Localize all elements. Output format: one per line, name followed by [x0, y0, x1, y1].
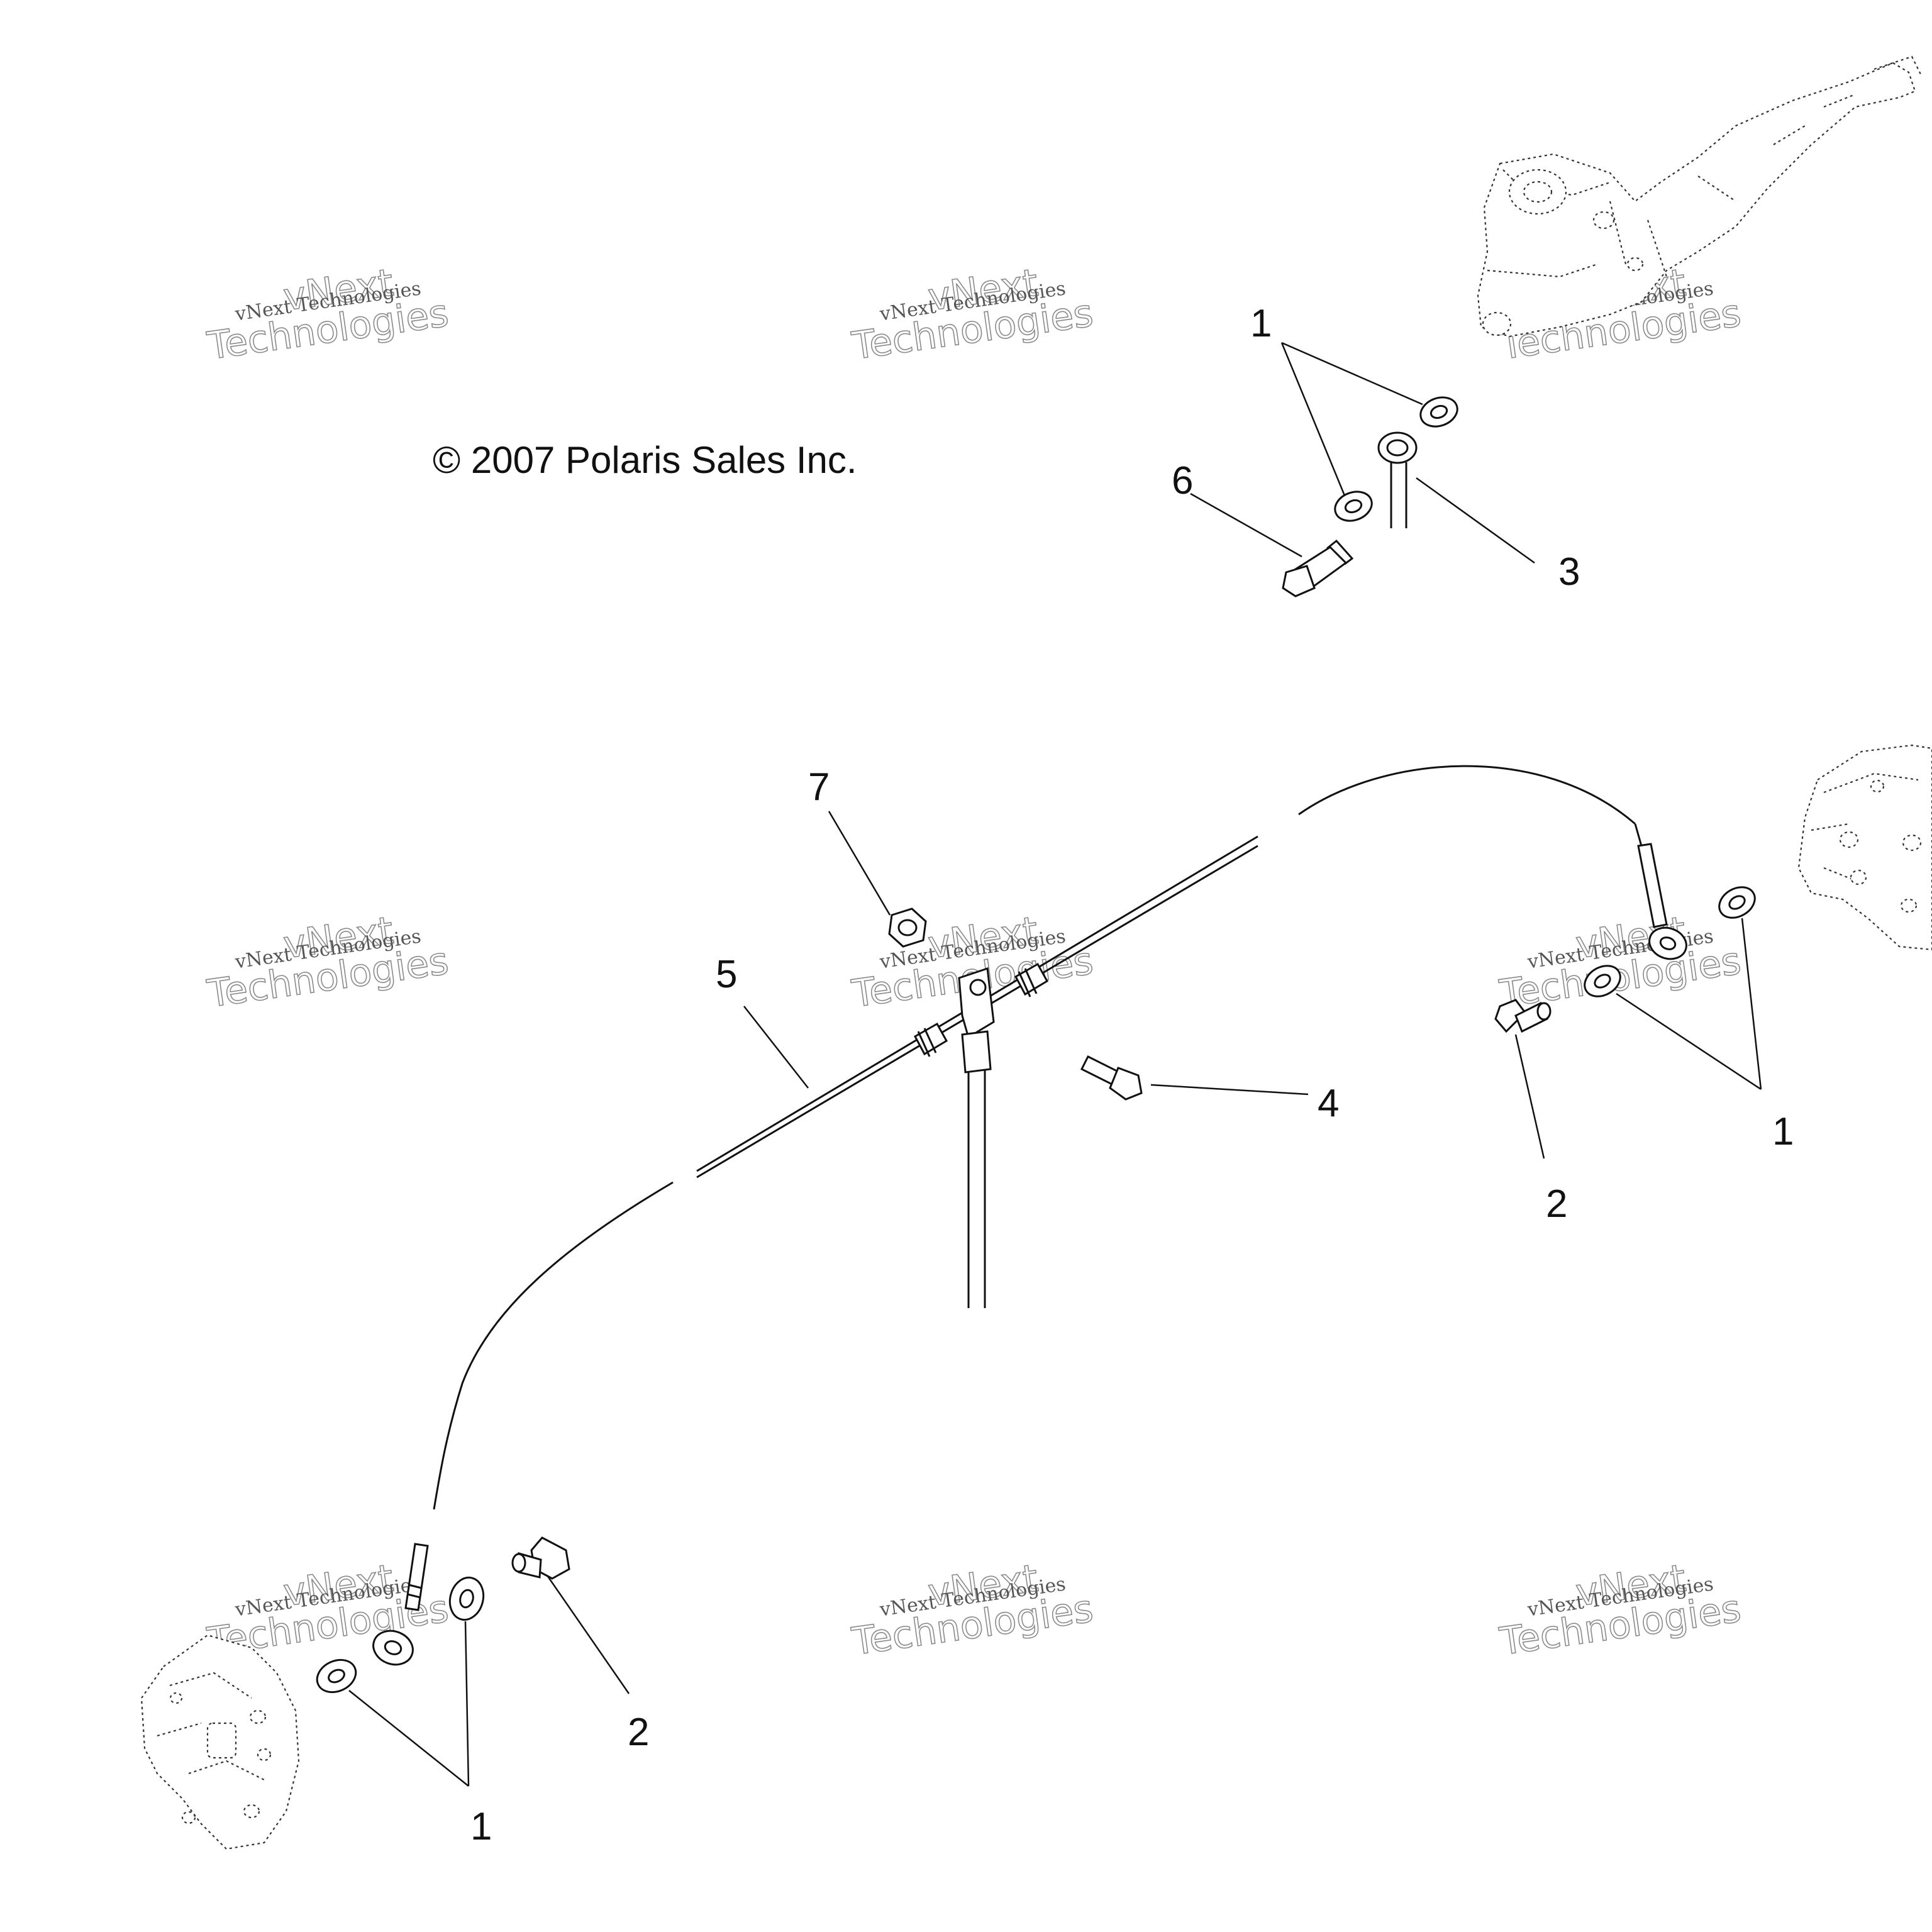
- sealing-washer-icon: [1718, 886, 1756, 919]
- sealing-washer-icon: [1584, 965, 1621, 997]
- banjo-bolt-icon: [1494, 999, 1552, 1033]
- callout-1-top: 1: [1250, 302, 1272, 345]
- leader-line: [348, 1690, 469, 1787]
- brake-caliper-right-icon: [1797, 744, 1932, 951]
- callout-1-right: 1: [1772, 1110, 1794, 1153]
- leader-line: [1514, 1034, 1545, 1159]
- leader-line: [1741, 918, 1762, 1090]
- callout-3: 3: [1558, 550, 1580, 594]
- watermark-top-left: Technologies vNext vNext Technologies: [204, 260, 452, 369]
- brake-lever-master-cylinder-icon: [1477, 55, 1922, 338]
- watermark-mid-left: Technologies vNext vNext Technologies: [204, 908, 452, 1017]
- brake-line-icon: [404, 765, 1668, 1611]
- watermark-bottom-right: Technologies vNext vNext Technologies: [1496, 1556, 1744, 1665]
- watermark-mid-right: Technologies vNext vNext Technologies: [1496, 908, 1744, 1017]
- tee-fitting-icon: [958, 967, 995, 1040]
- sealing-washer-icon: [448, 1576, 485, 1621]
- leader-line: [1150, 1084, 1309, 1096]
- leader-line: [464, 1621, 470, 1787]
- leader-line: [1616, 992, 1762, 1091]
- watermark-top-center: Technologies vNext vNext Technologies: [848, 260, 1096, 369]
- watermark-bottom-center: Technologies vNext vNext Technologies: [848, 1556, 1096, 1665]
- banjo-bolt-icon: [1282, 539, 1354, 597]
- banjo-fitting-right-icon: [1648, 926, 1687, 960]
- callout-5: 5: [716, 953, 737, 996]
- banjo-fitting-top-icon: [1377, 431, 1418, 528]
- nut-icon: [888, 908, 927, 948]
- leader-line: [828, 811, 891, 916]
- leader-line: [1190, 492, 1302, 558]
- callout-1-bottom: 1: [470, 1805, 492, 1848]
- callout-2-right: 2: [1546, 1182, 1567, 1226]
- callout-7: 7: [808, 765, 830, 809]
- callout-2-bottom: 2: [628, 1711, 649, 1754]
- callout-4: 4: [1318, 1082, 1339, 1125]
- leader-line: [1281, 341, 1423, 406]
- sealing-washer-icon: [1334, 491, 1373, 522]
- copyright-text: © 2007 Polaris Sales Inc.: [433, 439, 857, 481]
- leader-line: [1280, 342, 1346, 496]
- sealing-washer-icon: [316, 1658, 357, 1694]
- sealing-washer-icon: [1419, 396, 1458, 428]
- banjo-bolt-icon: [511, 1536, 570, 1580]
- banjo-fitting-left-icon: [372, 1629, 414, 1666]
- bolt-icon: [1080, 1055, 1143, 1101]
- leader-line: [546, 1575, 630, 1694]
- leader-line: [1416, 477, 1535, 564]
- callout-6: 6: [1172, 459, 1193, 502]
- leader-line: [743, 1006, 809, 1089]
- brake-caliper-left-icon: [140, 1634, 300, 1850]
